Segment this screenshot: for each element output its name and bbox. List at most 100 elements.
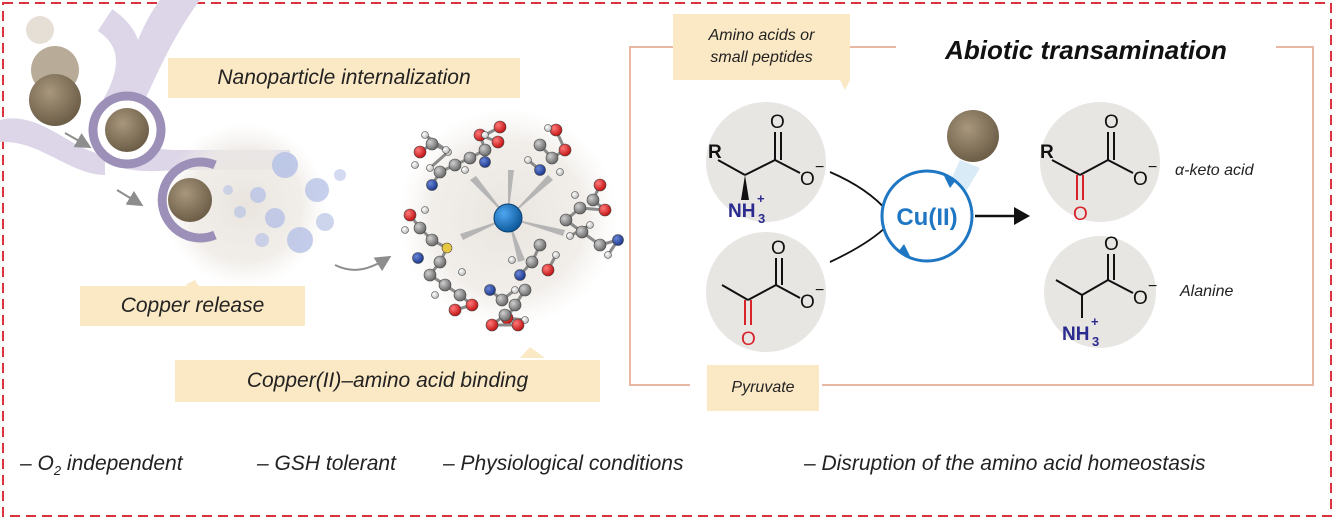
ligand-atom — [425, 233, 439, 247]
ligand-atom — [514, 269, 526, 281]
ligand-atom — [518, 283, 532, 297]
wedge-bond — [741, 175, 749, 200]
ligand-atom — [612, 234, 624, 246]
ligand-atom — [604, 251, 612, 259]
ligand-atom — [508, 298, 522, 312]
nanoparticle-releasing — [168, 178, 212, 222]
ligand-atom — [598, 203, 612, 217]
pyruvate-ketone-o: O — [741, 329, 756, 350]
keto-carboxylate-o: O — [1133, 169, 1148, 190]
ligand-atom — [556, 168, 564, 176]
ligand-atom — [458, 268, 466, 276]
keto-acid-disc — [1040, 102, 1160, 222]
nanoparticle-internalization-label: Nanoparticle internalization — [217, 66, 471, 89]
copper-release-callout: Copper release — [80, 286, 305, 326]
feature-o2-suffix: independent — [61, 452, 183, 475]
release-arrow — [116, 189, 144, 207]
pyruvate-carboxylate-o: O — [800, 292, 815, 313]
ligand-atom — [586, 221, 594, 229]
amino-acid-ligands — [401, 120, 624, 332]
ligand-atom — [484, 284, 496, 296]
ligand-atom — [463, 151, 477, 165]
catalyst-nanoparticle — [947, 110, 999, 162]
pyruvate-structure — [721, 258, 801, 301]
ligand-atom — [559, 213, 573, 227]
ligand-atom — [491, 135, 505, 149]
ligand-atom — [426, 164, 434, 172]
keto-acid-label: α-keto acid — [1175, 162, 1254, 179]
nanoparticle-faded — [26, 16, 54, 44]
ligand-atom — [511, 318, 525, 332]
ligand-atom — [508, 256, 516, 264]
amino-r-group: R — [708, 142, 722, 163]
keto-bond — [1076, 175, 1084, 200]
ligand-atom — [541, 263, 555, 277]
ligand-atom — [426, 179, 438, 191]
keto-charge: − — [1148, 159, 1157, 176]
ligand-atom — [533, 138, 547, 152]
ligand-atom — [495, 293, 509, 307]
amino-nh3-plus: + — [757, 191, 765, 206]
ligand-atom — [461, 166, 469, 174]
ligand-atom — [433, 255, 447, 269]
amino-acid-curve — [829, 171, 889, 213]
alanine-nh3: NH — [1062, 324, 1089, 345]
copper-center — [493, 203, 523, 233]
alanine-structure — [1055, 254, 1134, 318]
ligand-atom — [573, 201, 587, 215]
ligand-atom — [411, 161, 419, 169]
ligand-atom — [525, 255, 539, 269]
ligand-atom — [413, 221, 427, 235]
amino-nh3-sub: 3 — [758, 211, 765, 226]
pyruvate-charge: − — [815, 282, 824, 299]
feature-o2-prefix: – O — [20, 452, 54, 475]
ligand-atom — [544, 124, 552, 132]
ligand-atom — [431, 291, 439, 299]
keto-carbonyl-o: O — [1104, 112, 1119, 133]
pyruvate-curve — [829, 224, 889, 263]
ligand-atom — [549, 123, 563, 137]
amino-acid-disc — [706, 102, 826, 222]
feature-amino-acid-homeostasis: – Disruption of the amino acid homeostas… — [804, 452, 1206, 475]
ligand-atom — [534, 164, 546, 176]
ligand-atom — [465, 298, 479, 312]
pyruvate-disc — [706, 232, 826, 352]
alanine-charge: − — [1148, 278, 1157, 295]
ligand-atom — [413, 145, 427, 159]
ligand-atom — [571, 191, 579, 199]
ligand-atom — [433, 165, 447, 179]
amino-carbonyl-o: O — [770, 112, 785, 133]
feature-gsh-tolerant: – GSH tolerant — [257, 452, 396, 475]
feature-o2-independent: – O2 independent — [20, 452, 183, 478]
alanine-carboxylate-o: O — [1133, 288, 1148, 309]
ligand-atom — [453, 288, 467, 302]
ligand-atom — [438, 278, 452, 292]
alanine-label: Alanine — [1180, 283, 1234, 300]
product-arrowhead — [1014, 207, 1030, 225]
ligand-atom — [441, 242, 453, 254]
alanine-nh3-plus: + — [1091, 314, 1099, 329]
ligand-atom — [478, 143, 492, 157]
nanoparticle-internalization-callout: Nanoparticle internalization — [168, 58, 520, 98]
ligand-atom — [401, 226, 409, 234]
ligand-atom — [442, 146, 450, 154]
nanoparticle-entering — [29, 74, 81, 126]
keto-r-group: R — [1040, 142, 1054, 163]
amino-acids-label-line1: Amino acids or — [708, 27, 815, 44]
binding-callout-tail — [520, 347, 545, 358]
ligand-atom — [586, 193, 600, 207]
ligand-atom — [481, 131, 489, 139]
ligand-atom — [425, 137, 439, 151]
ligand-atom — [498, 308, 512, 322]
ligand-atom — [493, 120, 507, 134]
amino-acids-callout: Amino acids or small peptides — [673, 14, 850, 80]
amino-acids-label-line2: small peptides — [710, 49, 813, 66]
pyruvate-ketone-bond — [744, 300, 752, 325]
ligand-atom — [511, 286, 519, 294]
copper-binding-callout: Copper(II)–amino acid binding — [175, 360, 600, 402]
binding-arrow — [334, 255, 392, 272]
ligand-atom — [479, 156, 491, 168]
cu-ii-label: Cu(II) — [896, 204, 957, 231]
ligand-atom — [566, 232, 574, 240]
